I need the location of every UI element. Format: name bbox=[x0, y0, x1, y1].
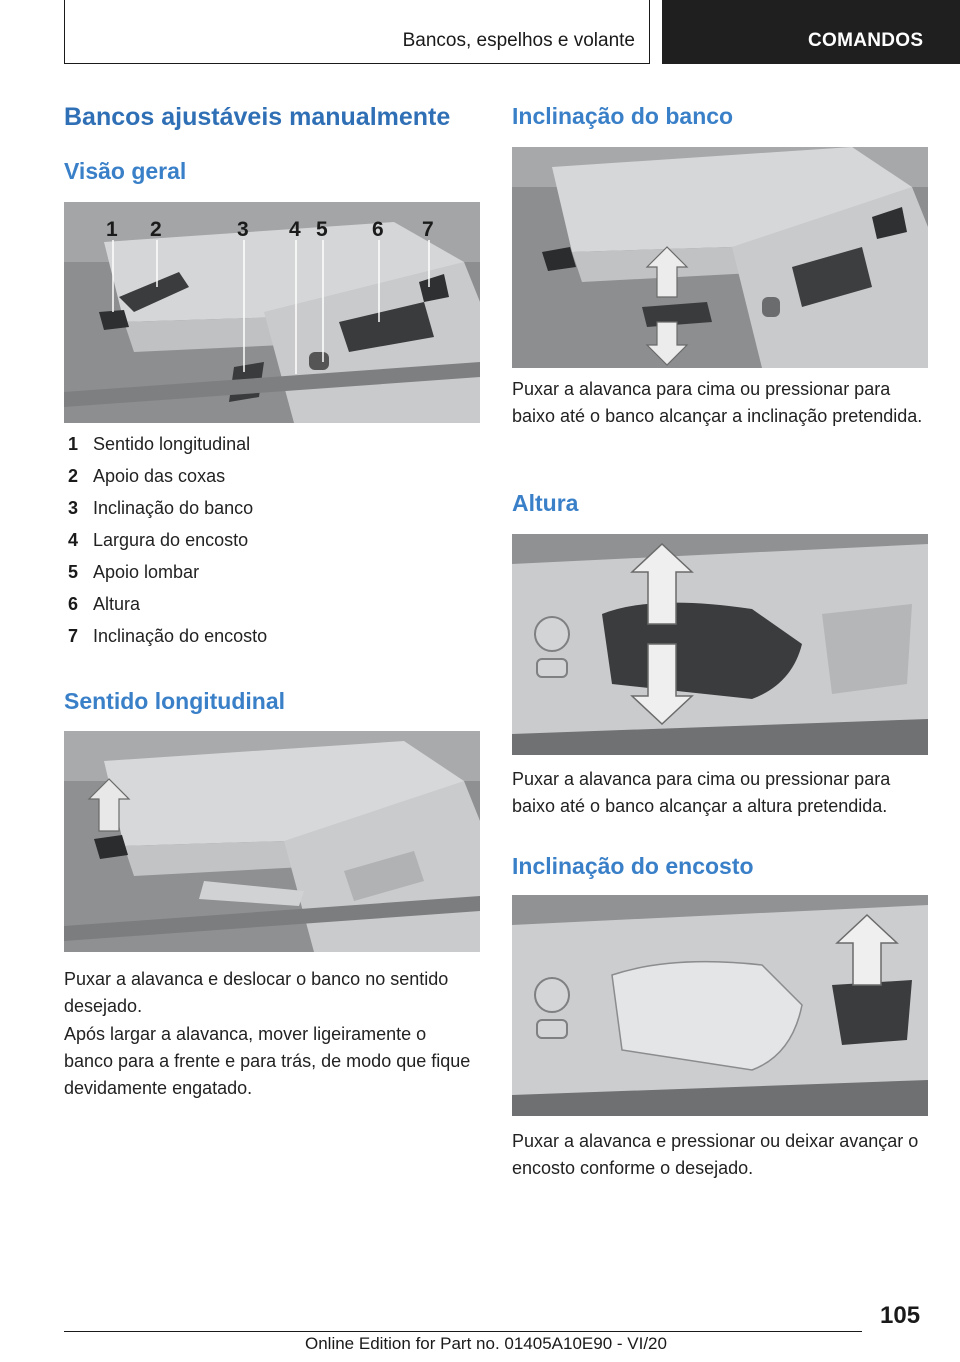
backrest-photo bbox=[512, 895, 928, 1116]
legend-number: 3 bbox=[67, 498, 78, 518]
chapter-tab-label: COMANDOS bbox=[808, 30, 924, 51]
height-text: Puxar a alavanca para cima ou pressionar… bbox=[512, 769, 891, 816]
legend-text: Sentido longitudinal bbox=[93, 434, 251, 454]
longitudinal-text-1: Puxar a alavanca e deslocar o banco no s… bbox=[64, 969, 449, 1016]
legend-number: 2 bbox=[67, 466, 78, 486]
section-title: Bancos, espelhos e volante bbox=[402, 30, 635, 51]
legend-item: 2 Apoio das coxas bbox=[64, 466, 480, 494]
footer-divider bbox=[64, 1331, 862, 1332]
seat-overview-photo: 1 2 3 4 5 6 7 bbox=[64, 202, 480, 423]
overview-heading: Visão geral bbox=[64, 158, 187, 184]
legend-number: 7 bbox=[67, 626, 78, 646]
longitudinal-photo bbox=[64, 731, 480, 952]
tilt-text: Puxar a alavanca para cima ou pressionar… bbox=[512, 379, 923, 426]
height-illustration bbox=[512, 534, 928, 755]
legend-item: 3 Inclinação do banco bbox=[64, 498, 480, 526]
callout-label-4: 4 bbox=[289, 218, 301, 241]
backrest-text: Puxar a alavanca e pressionar ou deixar … bbox=[512, 1131, 919, 1178]
legend-number: 5 bbox=[67, 562, 78, 582]
height-photo bbox=[512, 534, 928, 755]
legend-item: 1 Sentido longitudinal bbox=[64, 434, 480, 462]
seat-overview-illustration: 1 2 3 4 5 6 7 bbox=[64, 202, 480, 423]
legend-text: Largura do encosto bbox=[93, 530, 249, 550]
longitudinal-illustration bbox=[64, 731, 480, 952]
header-frame: Bancos, espelhos e volante bbox=[64, 0, 650, 64]
tilt-illustration bbox=[512, 147, 928, 368]
legend-number: 1 bbox=[67, 434, 78, 454]
longitudinal-text-2: Após largar a alavanca, mover ligeiramen… bbox=[64, 1024, 471, 1098]
callout-label-3: 3 bbox=[237, 218, 249, 241]
tilt-heading: Inclinação do banco bbox=[512, 103, 734, 129]
callout-label-2: 2 bbox=[150, 218, 162, 241]
legend-item: 4 Largura do encosto bbox=[64, 530, 480, 558]
legend-text: Altura bbox=[93, 594, 141, 614]
chapter-tab: COMANDOS bbox=[662, 0, 960, 64]
legend-text: Inclinação do encosto bbox=[93, 626, 268, 646]
backrest-heading: Inclinação do encosto bbox=[512, 853, 754, 879]
edition-text: Online Edition for Part no. 01405A10E90 … bbox=[305, 1334, 667, 1353]
legend-number: 6 bbox=[67, 594, 78, 614]
callout-label-5: 5 bbox=[316, 218, 328, 241]
legend-item: 6 Altura bbox=[64, 594, 480, 622]
legend-text: Apoio das coxas bbox=[93, 466, 226, 486]
page-number: 105 bbox=[880, 1302, 921, 1329]
legend-item: 5 Apoio lombar bbox=[64, 562, 480, 590]
backrest-illustration bbox=[512, 895, 928, 1116]
callout-label-6: 6 bbox=[372, 218, 384, 241]
legend-text: Inclinação do banco bbox=[93, 498, 254, 518]
main-heading: Bancos ajustáveis manualmente bbox=[64, 103, 451, 131]
height-heading: Altura bbox=[512, 490, 579, 516]
callout-label-7: 7 bbox=[422, 218, 434, 241]
callout-label-1: 1 bbox=[106, 218, 118, 241]
legend-number: 4 bbox=[67, 530, 78, 550]
longitudinal-heading: Sentido longitudinal bbox=[64, 688, 286, 714]
legend-item: 7 Inclinação do encosto bbox=[64, 626, 480, 654]
legend-text: Apoio lombar bbox=[93, 562, 200, 582]
tilt-photo bbox=[512, 147, 928, 368]
